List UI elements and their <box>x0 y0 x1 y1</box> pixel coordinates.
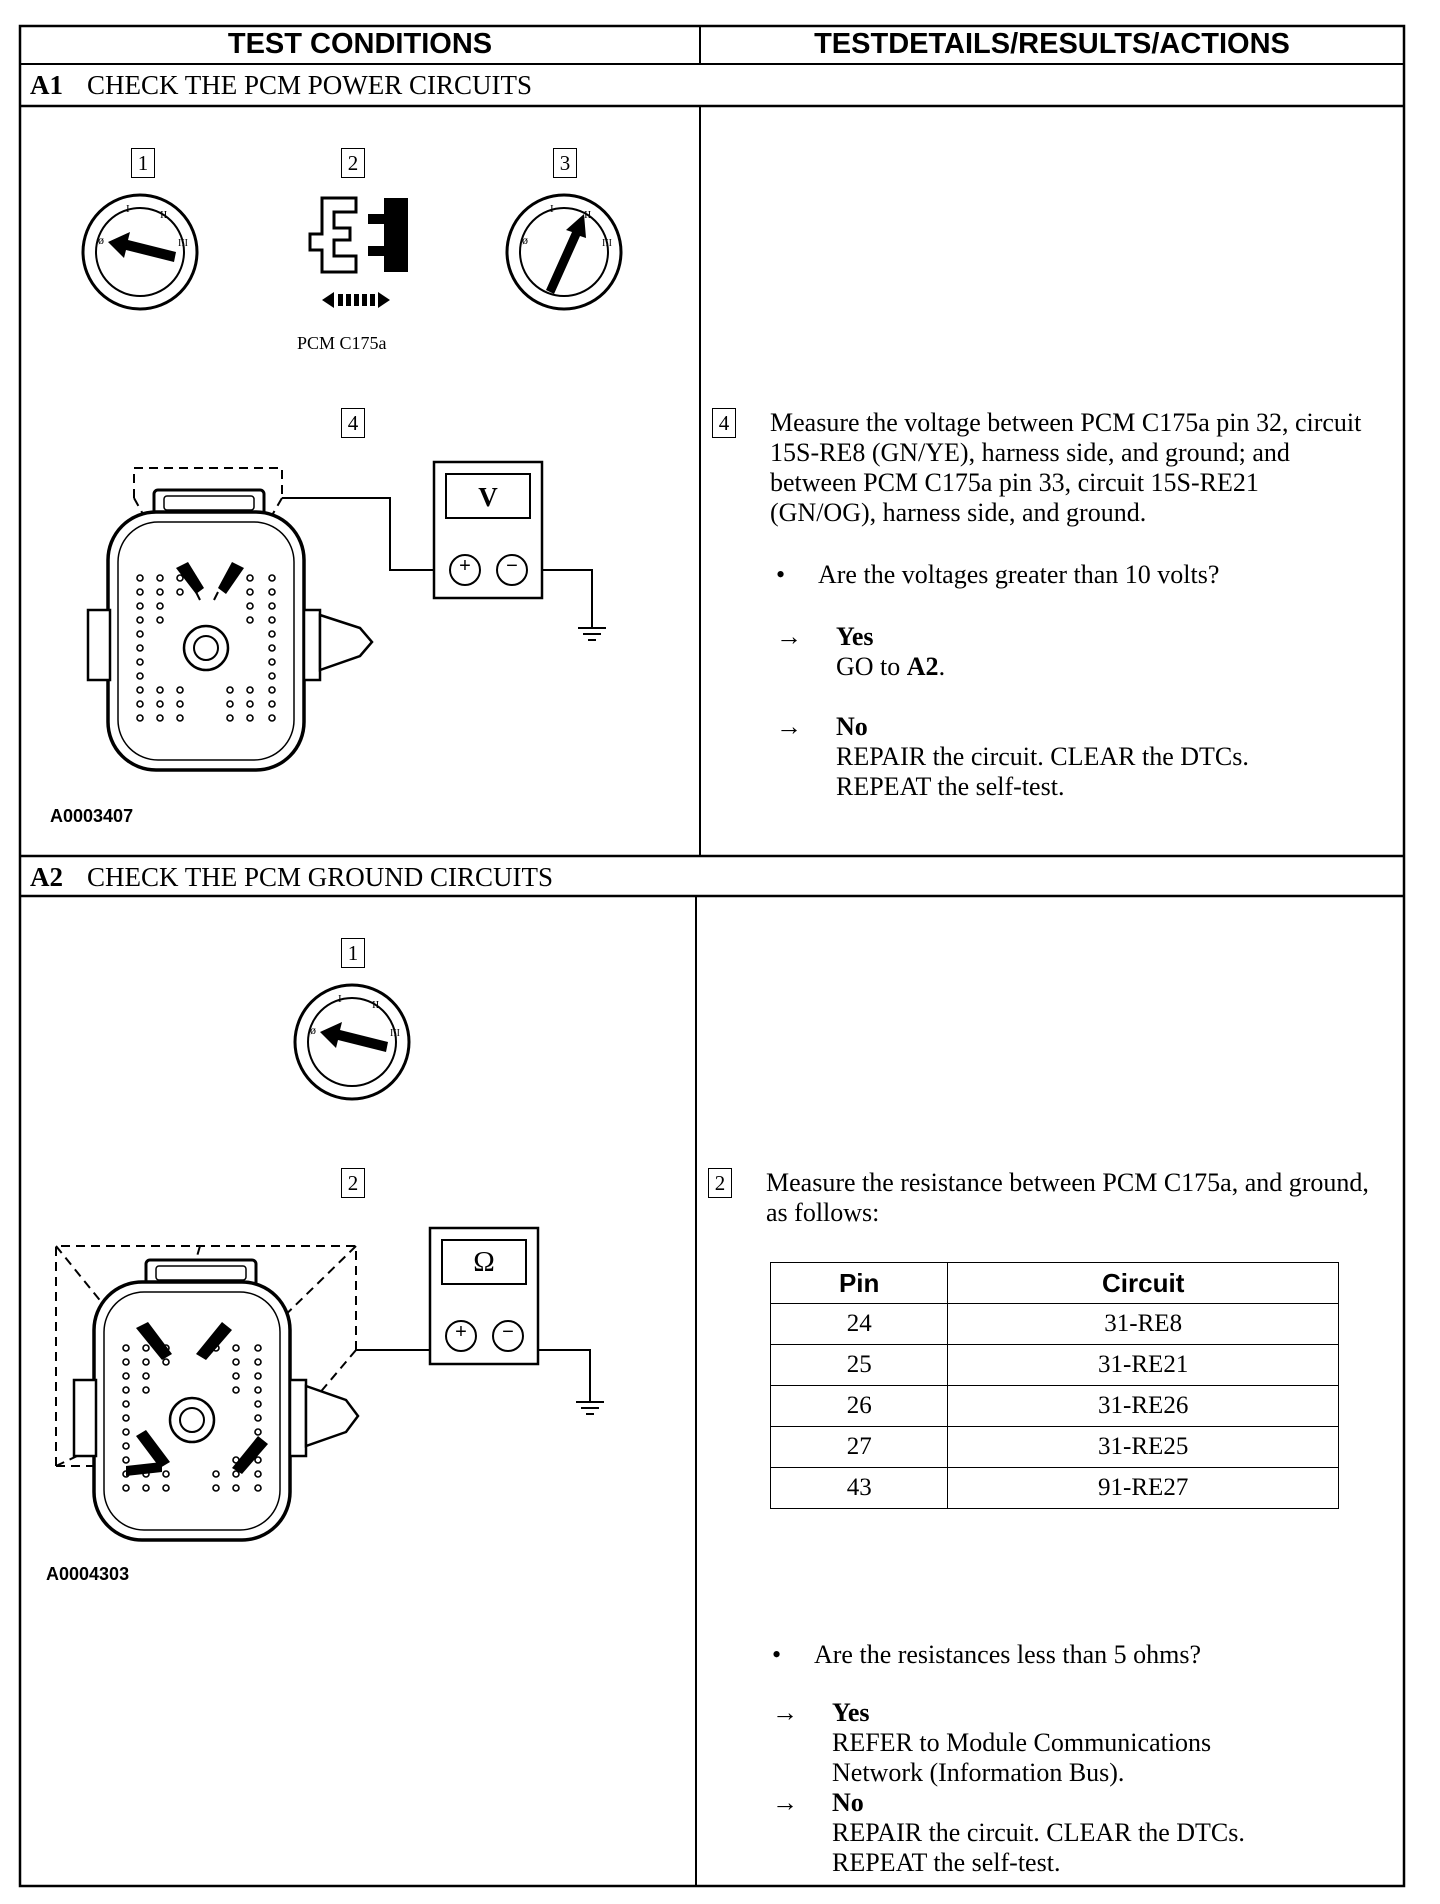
ohmmeter-label: Ω <box>473 1246 495 1278</box>
pin-cell: 43 <box>769 1467 949 1509</box>
pin-cell: 27 <box>769 1426 949 1468</box>
table-header-circuit: Circuit <box>947 1262 1339 1304</box>
a2-step-1-marker: 1 <box>341 938 365 968</box>
a2-yes-action-1: REFER to Module Communications <box>832 1728 1212 1757</box>
a1-yes-arrow: → <box>776 622 802 651</box>
a1-no-arrow: → <box>776 712 802 741</box>
circuit-cell: 31-RE8 <box>947 1303 1339 1345</box>
ignition-switch-off-icon: ø I II III <box>81 193 199 311</box>
a1-no-action-1: REPAIR the circuit. CLEAR the DTCs. <box>836 742 1249 771</box>
ohmmeter-icon <box>428 1226 540 1366</box>
a1-figure-id: A0003407 <box>50 806 134 826</box>
a1-detail-step-4-marker: 4 <box>712 408 736 438</box>
svg-text:III: III <box>390 1028 400 1039</box>
ohmmeter-minus-terminal: − <box>502 1321 514 1343</box>
a2-yes-action-2: Network (Information Bus). <box>832 1758 1125 1787</box>
a1-yes-action-ref: A2 <box>906 652 939 681</box>
a2-yes-result: Yes REFER to Module Communications Netwo… <box>832 1698 1372 1788</box>
a2-no-label: No <box>832 1788 864 1817</box>
pcm-connector-resistance-diagram <box>55 1245 604 1542</box>
svg-text:ø: ø <box>522 233 528 247</box>
section-a2-heading: CHECK THE PCM GROUND CIRCUITS <box>87 862 554 892</box>
a2-no-action-1: REPAIR the circuit. CLEAR the DTCs. <box>832 1818 1245 1847</box>
a2-no-arrow: → <box>772 1788 798 1817</box>
a1-no-result: No REPAIR the circuit. CLEAR the DTCs. R… <box>836 712 1376 802</box>
ignition-switch-run-icon: ø I II III <box>505 193 623 311</box>
section-a1-heading: CHECK THE PCM POWER CIRCUITS <box>87 70 533 100</box>
svg-text:I: I <box>550 203 554 215</box>
a1-no-action-2: REPEAT the self-test. <box>836 772 1065 801</box>
svg-text:II: II <box>584 209 592 221</box>
a2-yes-arrow: → <box>772 1698 798 1727</box>
a1-yes-action-text: GO to <box>836 652 907 681</box>
svg-text:I: I <box>126 203 130 215</box>
svg-text:I: I <box>338 993 342 1005</box>
pcm-connector-voltage-diagram <box>86 467 606 772</box>
voltmeter-icon <box>432 460 544 600</box>
a1-no-label: No <box>836 712 868 741</box>
svg-text:III: III <box>602 238 612 249</box>
svg-text:II: II <box>372 999 380 1011</box>
circuit-cell: 31-RE25 <box>947 1426 1339 1468</box>
header-test-conditions: TEST CONDITIONS <box>227 28 493 60</box>
a1-yes-result: Yes GO to A2. <box>836 622 1376 682</box>
table-header-row: Pin Circuit <box>769 1262 1339 1304</box>
a1-question-bullet: • <box>776 560 786 589</box>
connector-caption: PCM C175a <box>297 333 387 353</box>
table-header-pin: Pin <box>769 1262 949 1304</box>
a2-no-result: No REPAIR the circuit. CLEAR the DTCs. R… <box>832 1788 1372 1878</box>
a1-step-1-marker: 1 <box>131 148 155 178</box>
a1-instruction: Measure the voltage between PCM C175a pi… <box>770 408 1362 527</box>
circuit-cell: 91-RE27 <box>947 1467 1339 1509</box>
a2-step-2-marker: 2 <box>341 1168 365 1198</box>
svg-text:ø: ø <box>310 1023 316 1037</box>
a2-question-bullet: • <box>772 1640 782 1669</box>
a1-yes-action: GO to A2. <box>836 652 1376 682</box>
a2-ignition-switch-off-icon: ø I II III <box>293 983 411 1101</box>
voltmeter-minus-terminal: − <box>506 555 518 577</box>
a1-question: Are the voltages greater than 10 volts? <box>818 560 1220 589</box>
a1-step-3-marker: 3 <box>553 148 577 178</box>
a2-figure-id: A0004303 <box>46 1564 130 1584</box>
svg-text:ø: ø <box>98 233 104 247</box>
section-a2-code: A2 <box>30 862 63 892</box>
a1-step-2-marker: 2 <box>341 148 365 178</box>
a1-yes-action-period: . <box>938 652 946 681</box>
a1-yes-label: Yes <box>836 622 874 651</box>
header-test-details: TESTDETAILS/RESULTS/ACTIONS <box>814 28 1290 60</box>
voltmeter-plus-terminal: + <box>459 555 471 577</box>
svg-text:III: III <box>178 238 188 249</box>
circuit-cell: 31-RE21 <box>947 1344 1339 1386</box>
a2-detail-step-2-marker: 2 <box>708 1168 732 1198</box>
ohmmeter-plus-terminal: + <box>455 1321 467 1343</box>
pin-cell: 26 <box>769 1385 949 1427</box>
a2-no-action-2: REPEAT the self-test. <box>832 1848 1061 1877</box>
pin-cell: 25 <box>769 1344 949 1386</box>
pin-cell: 24 <box>769 1303 949 1345</box>
a2-yes-label: Yes <box>832 1698 870 1727</box>
section-a2-title: A2 CHECK THE PCM GROUND CIRCUITS <box>30 862 553 893</box>
a2-instruction: Measure the resistance between PCM C175a… <box>766 1168 1369 1227</box>
svg-text:II: II <box>160 209 168 221</box>
a1-step-4-marker: 4 <box>341 408 365 438</box>
connector-disconnect-icon <box>308 196 408 308</box>
section-a1-title: A1 CHECK THE PCM POWER CIRCUITS <box>30 70 532 101</box>
a2-question: Are the resistances less than 5 ohms? <box>814 1640 1202 1669</box>
section-a1-code: A1 <box>30 70 63 100</box>
circuit-cell: 31-RE26 <box>947 1385 1339 1427</box>
voltmeter-label: V <box>478 482 498 512</box>
